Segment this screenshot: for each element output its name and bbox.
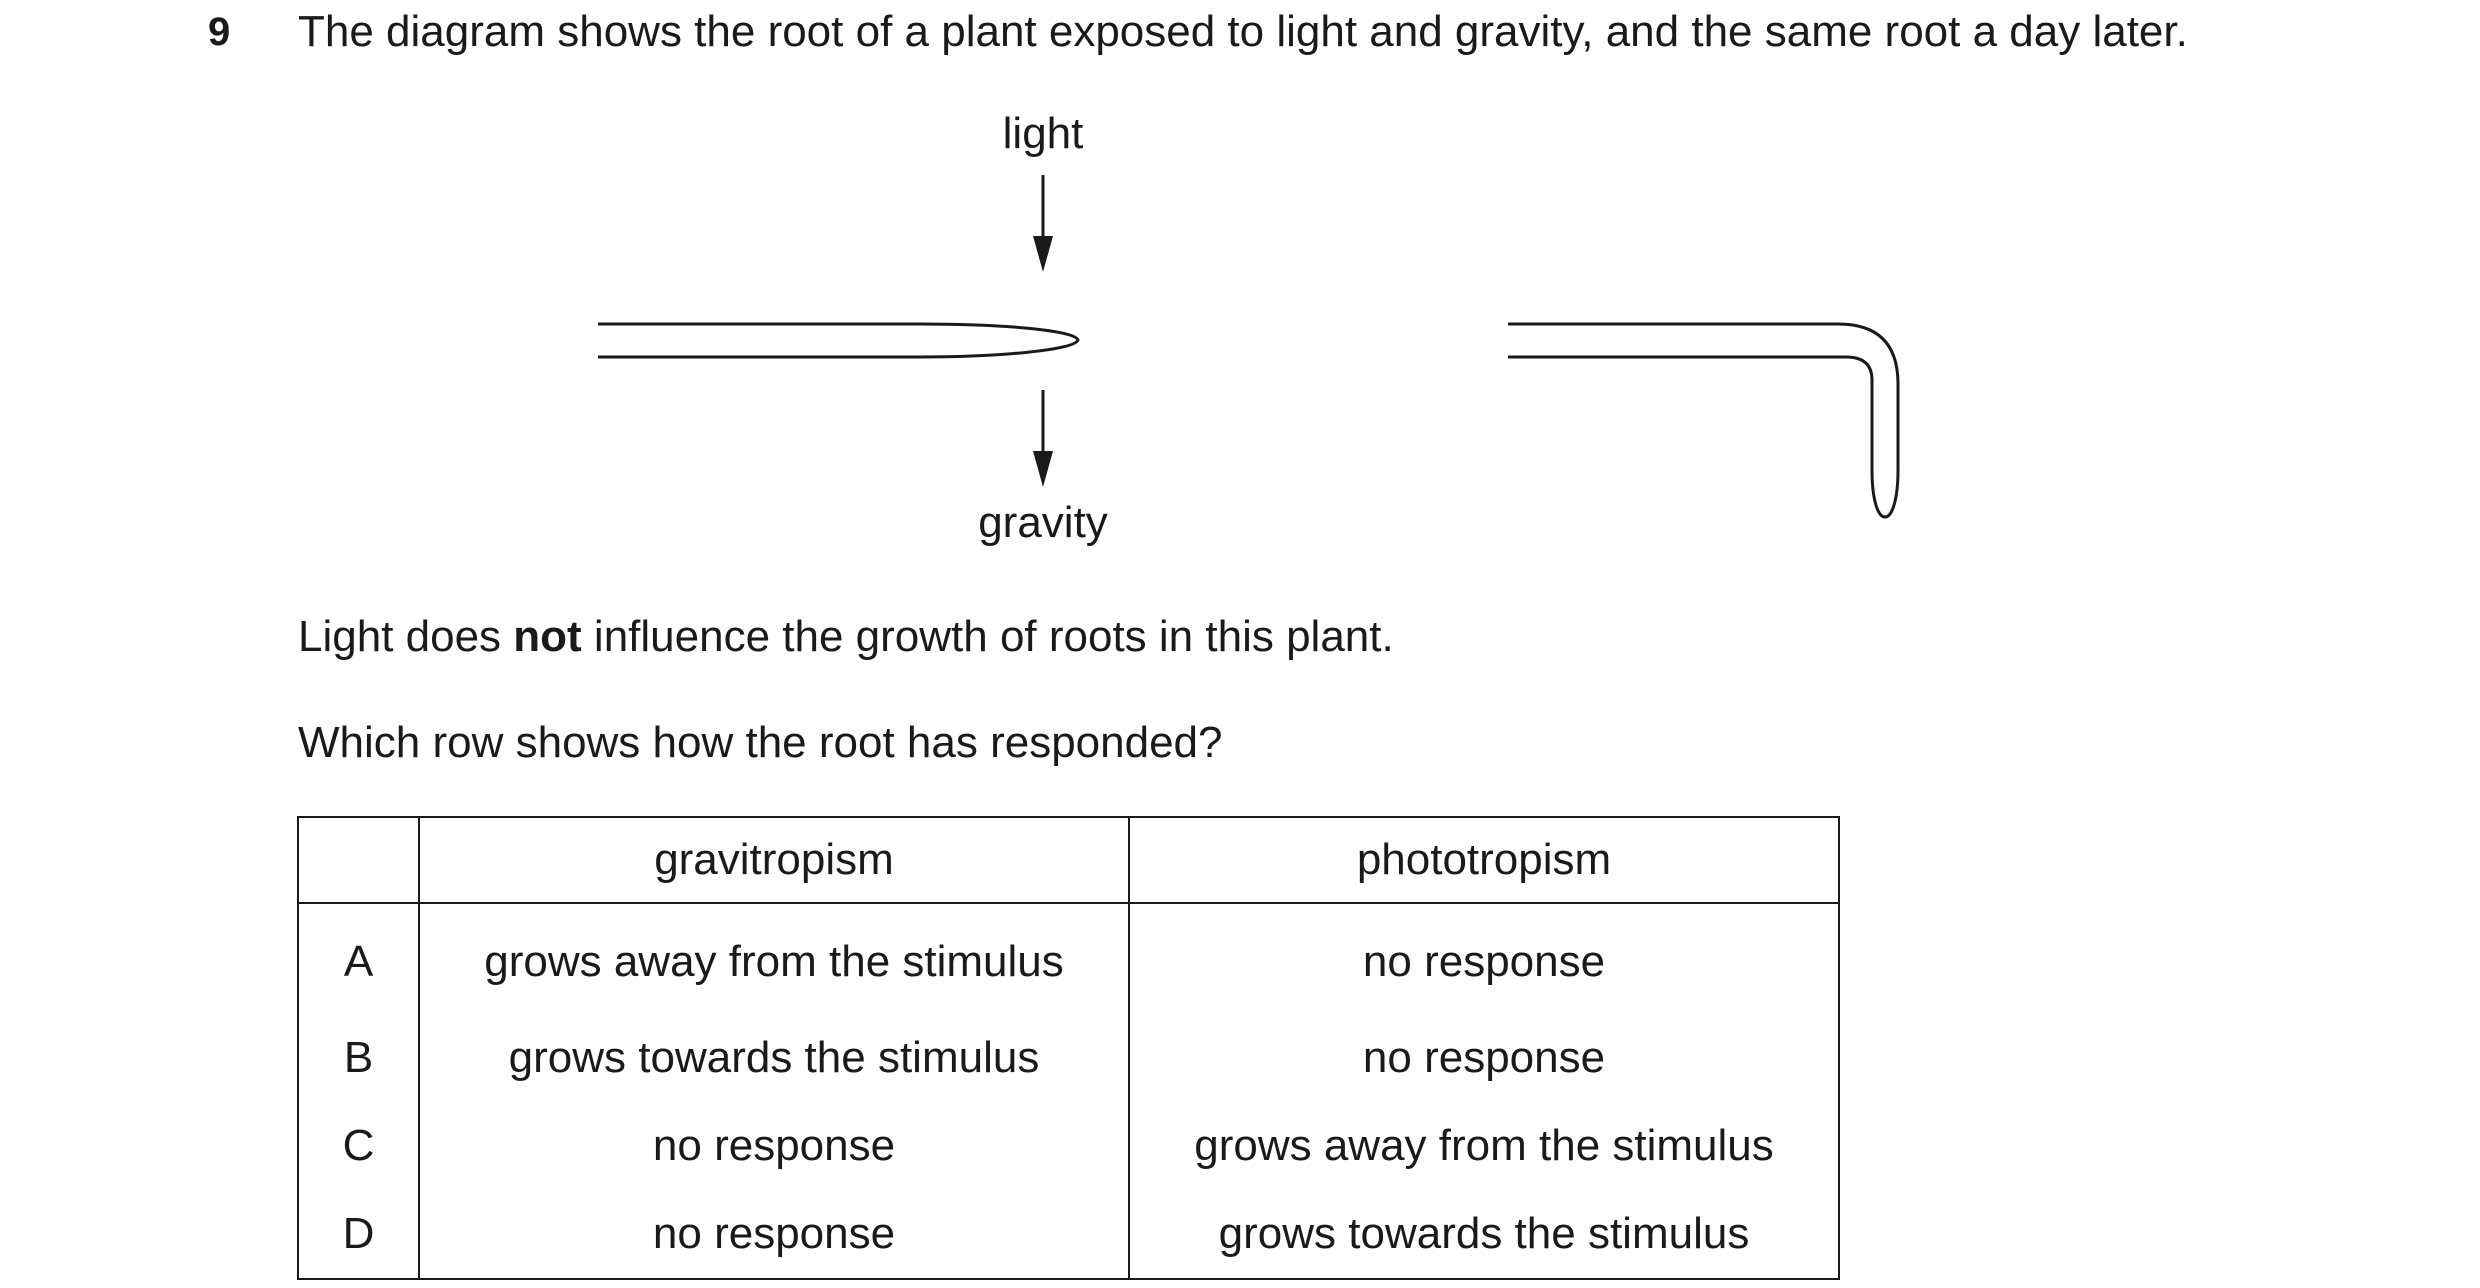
gravity-arrow [1033, 390, 1053, 487]
gravitropism-cell: no response [419, 1190, 1130, 1279]
header-empty-cell [298, 817, 420, 904]
table-row: A grows away from the stimulus no respon… [298, 903, 1839, 1014]
header-phototropism: phototropism [1129, 817, 1839, 904]
answer-table: gravitropism phototropism A grows away f… [297, 816, 1840, 1280]
option-letter: B [298, 1014, 420, 1102]
question-number: 9 [208, 10, 231, 54]
option-letter: A [298, 903, 420, 1014]
table-header-row: gravitropism phototropism [298, 817, 1839, 904]
phototropism-cell: grows towards the stimulus [1218, 1209, 1750, 1258]
phototropism-cell: grows away from the stimulus [1194, 1121, 1774, 1170]
root-diagram: light gravity [598, 109, 1900, 547]
phototropism-cell: no response [1362, 937, 1606, 986]
header-gravitropism: gravitropism [419, 817, 1130, 904]
root-later [1508, 322, 1900, 519]
gravitropism-cell: no response [419, 1102, 1130, 1190]
light-label: light [1003, 109, 1084, 158]
light-arrow [1033, 175, 1053, 272]
table-row: B grows towards the stimulus no response [298, 1014, 1839, 1102]
gravity-label: gravity [978, 498, 1108, 547]
root-initial [598, 322, 1080, 359]
question-prompt: Which row shows how the root has respond… [298, 718, 1223, 767]
table-row: D no response grows towards the stimulus [298, 1190, 1839, 1279]
option-letter: C [298, 1102, 420, 1190]
table-row: C no response grows away from the stimul… [298, 1102, 1839, 1190]
phototropism-cell: no response [1362, 1033, 1606, 1082]
note-text: Light does not influence the growth of r… [298, 612, 1394, 661]
option-letter: D [298, 1190, 420, 1279]
gravitropism-cell: grows towards the stimulus [419, 1014, 1130, 1102]
question-stem: The diagram shows the root of a plant ex… [298, 7, 2188, 56]
gravitropism-cell: grows away from the stimulus [419, 903, 1130, 1014]
